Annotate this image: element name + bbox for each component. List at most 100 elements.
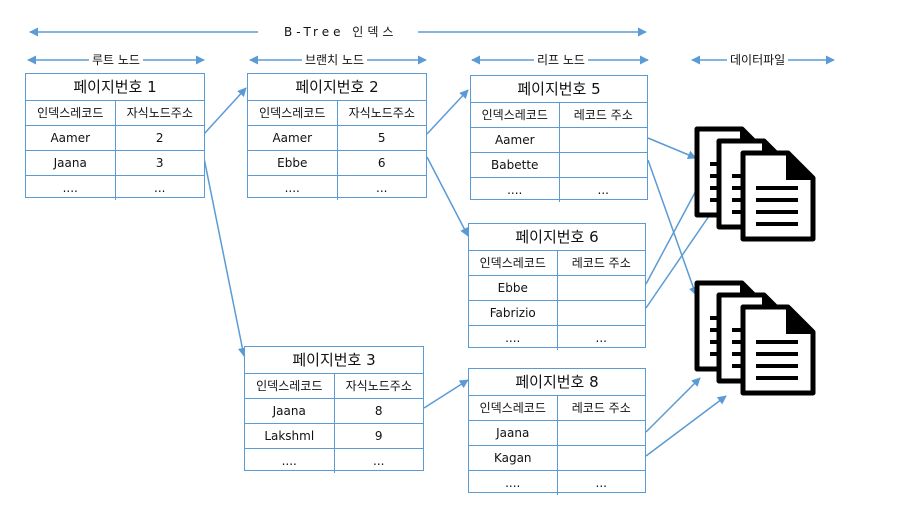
address-cell: 6: [336, 151, 427, 175]
leaf-section-label: 리프 노드: [534, 53, 588, 67]
address-cell: ...: [556, 471, 646, 495]
column-header-cell: 자식노드주소: [333, 374, 424, 398]
node-column-header: 인덱스레코드 자식노드주소: [248, 101, 426, 126]
edge-p8-file2b: [645, 395, 727, 457]
index-record-cell: ....: [507, 183, 523, 197]
address-cell: [556, 301, 646, 325]
data-file-stack-1: [694, 126, 824, 256]
index-record-cell: Ebbe: [497, 281, 528, 295]
index-record-cell: Jaana: [496, 426, 530, 440]
edge-p6-file1b: [645, 199, 721, 309]
node-row: Ebbe: [469, 276, 645, 301]
data-section-label: 데이터파일: [727, 53, 789, 67]
address-cell: ...: [114, 176, 205, 200]
index-record-cell: ....: [505, 331, 521, 345]
node-row: Lakshml 9: [245, 424, 423, 449]
address-cell: ...: [556, 326, 646, 350]
address-cell: 9: [333, 424, 424, 448]
node-title: 페이지번호 2: [248, 74, 426, 101]
column-header-cell: 인덱스레코드: [259, 106, 326, 120]
node-column-header: 인덱스레코드 자식노드주소: [26, 101, 204, 126]
edge-p1-p3: [203, 157, 247, 357]
node-title: 페이지번호 8: [469, 369, 645, 396]
column-header-cell: 인덱스레코드: [256, 379, 323, 393]
node-row: Fabrizio: [469, 301, 645, 326]
data-file-stack-2: [694, 280, 824, 410]
column-header-cell: 인덱스레코드: [479, 401, 546, 415]
edge-p2-p6: [426, 156, 469, 237]
index-record-cell: Jaana: [53, 156, 87, 170]
column-header-cell: 인덱스레코드: [479, 256, 546, 270]
node-column-header: 인덱스레코드 레코드 주소: [469, 396, 645, 421]
node-title: 페이지번호 5: [471, 76, 647, 103]
edge-p3-p8: [423, 379, 469, 409]
address-cell: [558, 153, 648, 177]
index-record-cell: Lakshml: [264, 429, 315, 443]
address-cell: [556, 446, 646, 470]
node-row: Jaana 3: [26, 151, 204, 176]
edge-p2-p5: [426, 89, 469, 135]
node-row: .......: [469, 326, 645, 350]
address-cell: [556, 421, 646, 445]
index-record-cell: ....: [505, 476, 521, 490]
column-header-cell: 자식노드주소: [114, 101, 205, 125]
column-header-cell: 레코드 주소: [556, 396, 646, 420]
edge-p1-p2: [203, 87, 247, 135]
node-row: Aamer 2: [26, 126, 204, 151]
address-cell: 5: [336, 126, 427, 150]
document-stack-icon: [740, 304, 816, 396]
node-column-header: 인덱스레코드 레코드 주소: [471, 103, 647, 128]
node-title: 페이지번호 3: [245, 347, 423, 374]
index-record-cell: ....: [62, 181, 78, 195]
index-record-cell: ....: [284, 181, 300, 195]
column-header-cell: 인덱스레코드: [37, 106, 104, 120]
column-header-cell: 인덱스레코드: [481, 108, 548, 122]
index-record-cell: Aamer: [50, 131, 91, 145]
diagram-title: B-Tree 인덱스: [281, 25, 401, 39]
node-title: 페이지번호 1: [26, 74, 204, 101]
edge-p5-file2: [647, 159, 698, 296]
node-column-header: 인덱스레코드 자식노드주소: [245, 374, 423, 399]
address-cell: 2: [114, 126, 205, 150]
address-cell: ...: [336, 176, 427, 200]
node-row: Kagan: [469, 446, 645, 471]
address-cell: ...: [558, 178, 648, 202]
index-record-cell: Aamer: [494, 133, 535, 147]
index-record-cell: Ebbe: [277, 156, 308, 170]
node-row: .......: [248, 176, 426, 200]
column-header-cell: 레코드 주소: [558, 103, 648, 127]
address-cell: [558, 128, 648, 152]
address-cell: 8: [333, 399, 424, 423]
column-header-cell: 레코드 주소: [556, 251, 646, 275]
branch-section-label: 브랜치 노드: [302, 53, 368, 67]
index-record-cell: Aamer: [272, 131, 313, 145]
node-row: Aamer 5: [248, 126, 426, 151]
address-cell: [556, 276, 646, 300]
node-row: Babette: [471, 153, 647, 178]
node-row: .......: [469, 471, 645, 495]
edge-p8-file2a: [645, 377, 701, 433]
node-title: 페이지번호 6: [469, 224, 645, 251]
index-record-cell: Kagan: [493, 451, 532, 465]
address-cell: ...: [333, 449, 424, 473]
index-record-cell: Babette: [491, 158, 539, 172]
node-row: Aamer: [471, 128, 647, 153]
node-row: .......: [26, 176, 204, 200]
index-record-cell: Fabrizio: [489, 306, 536, 320]
document-stack-icon: [740, 150, 816, 242]
node-row: Ebbe 6: [248, 151, 426, 176]
address-cell: 3: [114, 151, 205, 175]
root-section-label: 루트 노드: [89, 53, 143, 67]
column-header-cell: 자식노드주소: [336, 101, 427, 125]
node-row: Jaana: [469, 421, 645, 446]
node-column-header: 인덱스레코드 레코드 주소: [469, 251, 645, 276]
node-row: .......: [471, 178, 647, 202]
node-row: .......: [245, 449, 423, 473]
index-record-cell: ....: [281, 454, 297, 468]
